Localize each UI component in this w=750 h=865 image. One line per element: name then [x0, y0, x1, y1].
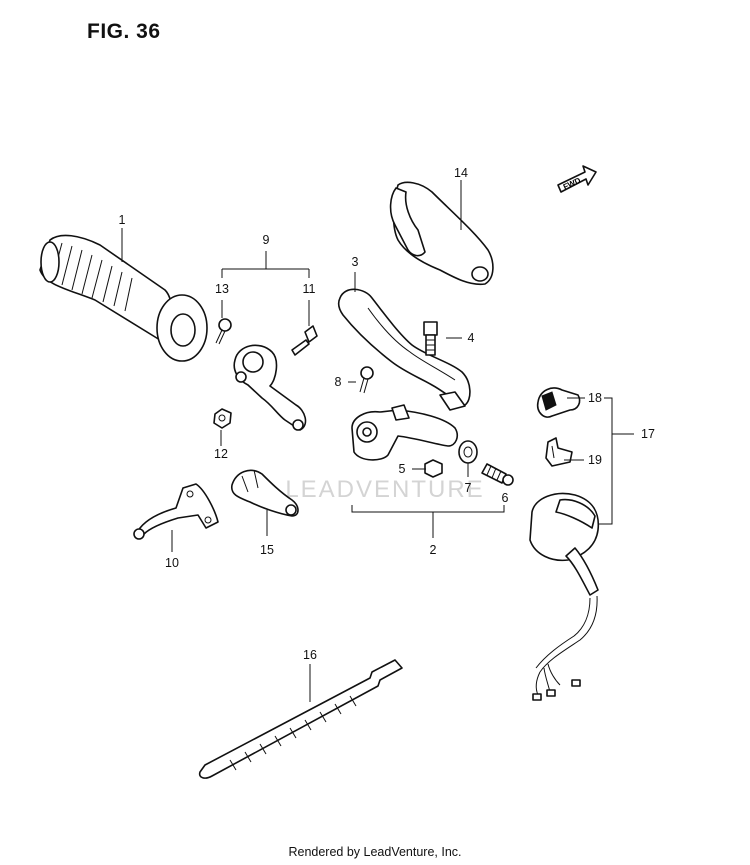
stay-10 — [133, 483, 219, 540]
callout-2: 2 — [429, 543, 437, 557]
bolt-6 — [481, 463, 514, 486]
washer-7 — [458, 440, 478, 464]
fwd-arrow-icon: FWD — [557, 165, 597, 193]
screw-13 — [215, 318, 232, 345]
callout-15: 15 — [260, 543, 274, 557]
callout-11: 11 — [302, 282, 316, 296]
bolt-4 — [423, 321, 438, 356]
figure-title: FIG. 36 — [87, 20, 161, 43]
callout-8: 8 — [334, 375, 342, 389]
nut-5 — [424, 459, 443, 478]
grip — [39, 234, 208, 362]
callout-1: 1 — [118, 213, 126, 227]
bracket-15 — [230, 469, 299, 517]
lever-bracket-2 — [351, 404, 458, 461]
callout-14: 14 — [454, 166, 468, 180]
nut-12 — [213, 408, 232, 429]
switch-assembly-17 — [529, 492, 600, 701]
lever-holder-9 — [233, 344, 307, 431]
footer-credit: Rendered by LeadVenture, Inc. — [288, 845, 462, 859]
callout-13: 13 — [215, 282, 229, 296]
callout-3: 3 — [351, 255, 359, 269]
clip-19 — [545, 437, 573, 467]
callout-12: 12 — [214, 447, 228, 461]
screw-8 — [359, 366, 374, 394]
watermark: LEADVENTURE — [285, 476, 484, 503]
callout-5: 5 — [398, 462, 406, 476]
callout-4: 4 — [467, 331, 475, 345]
callout-17: 17 — [641, 427, 655, 441]
callout-9: 9 — [262, 233, 270, 247]
cable-tie-16 — [198, 659, 403, 779]
callout-19: 19 — [588, 453, 602, 467]
switch-knob-18 — [536, 387, 581, 418]
pivot-bolt-11 — [291, 325, 318, 356]
callout-10: 10 — [165, 556, 179, 570]
callout-7: 7 — [464, 481, 472, 495]
callout-16: 16 — [303, 648, 317, 662]
lever-cover-14 — [389, 181, 494, 286]
callout-6: 6 — [501, 491, 509, 505]
leader-lines — [121, 180, 634, 702]
fwd-label: FWD — [562, 176, 583, 192]
lever-3 — [337, 288, 471, 411]
callout-18: 18 — [588, 391, 602, 405]
